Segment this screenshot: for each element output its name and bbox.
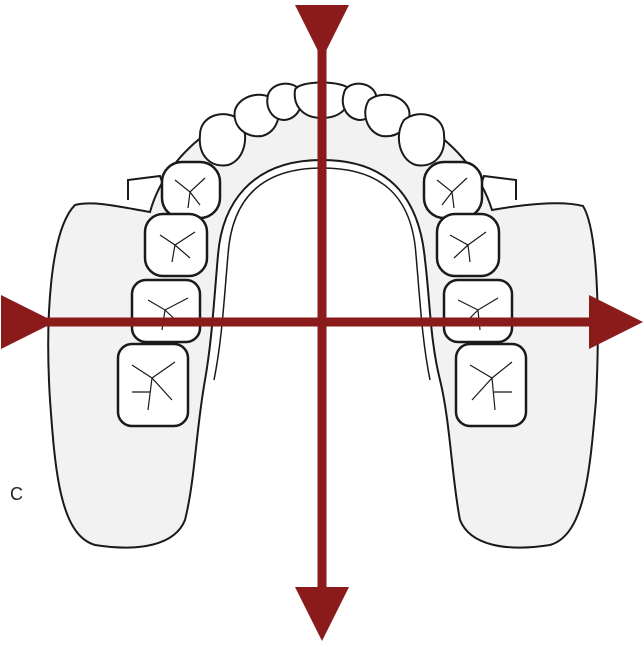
tooth — [118, 344, 188, 426]
tooth — [162, 162, 220, 218]
tooth — [456, 344, 526, 426]
tooth — [399, 114, 444, 165]
panel-label: C — [10, 484, 23, 505]
tooth — [424, 162, 482, 218]
palate-outline — [228, 168, 430, 380]
